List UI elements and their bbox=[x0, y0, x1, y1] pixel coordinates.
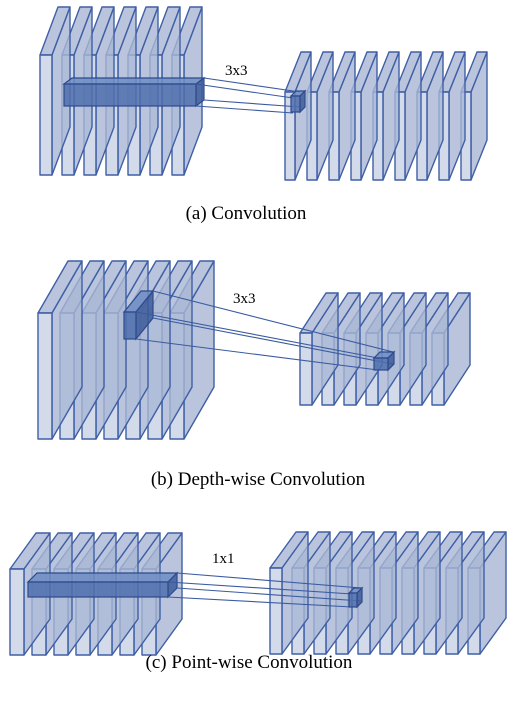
feature-map-plate bbox=[350, 51, 378, 181]
output-feature-stack bbox=[284, 51, 488, 181]
feature-map-plate bbox=[299, 292, 339, 406]
output-feature-stack bbox=[269, 531, 507, 655]
panel-caption: (c) Point-wise Convolution bbox=[146, 652, 353, 673]
panel-caption: (a) Convolution bbox=[186, 203, 307, 224]
feature-map-plate bbox=[438, 51, 466, 181]
output-kernel-cell bbox=[347, 586, 364, 609]
kernel-block bbox=[62, 76, 206, 108]
feature-map-plate bbox=[269, 531, 309, 655]
projection-lines bbox=[135, 290, 394, 371]
feature-map-plate bbox=[9, 532, 51, 656]
input-feature-stack bbox=[37, 260, 215, 440]
feature-map-plate bbox=[284, 51, 312, 181]
feature-map-plate bbox=[328, 51, 356, 181]
feature-map-plate bbox=[37, 260, 83, 440]
output-kernel-cell bbox=[372, 350, 396, 372]
output-kernel-cell bbox=[289, 89, 307, 114]
feature-map-plate bbox=[39, 6, 71, 176]
panel-a: 3x3 (a) Convolution bbox=[39, 6, 488, 224]
kernel-block bbox=[26, 571, 179, 599]
panel-c: 1x1 (c) Point-wise Convolution bbox=[9, 531, 507, 673]
feature-map-plate bbox=[394, 51, 422, 181]
feature-map-plate bbox=[306, 51, 334, 181]
kernel-block bbox=[122, 289, 155, 341]
feature-map-plate bbox=[416, 51, 444, 181]
output-feature-stack bbox=[299, 292, 471, 406]
kernel-size-label: 1x1 bbox=[212, 551, 235, 567]
projection-lines bbox=[167, 572, 362, 608]
kernel-size-label: 3x3 bbox=[233, 291, 256, 307]
kernel-size-label: 3x3 bbox=[225, 63, 248, 79]
panel-b: 3x3 (b) Depth-wise Convolution bbox=[37, 260, 471, 490]
projection-lines bbox=[195, 77, 301, 114]
panel-caption: (b) Depth-wise Convolution bbox=[151, 469, 366, 490]
